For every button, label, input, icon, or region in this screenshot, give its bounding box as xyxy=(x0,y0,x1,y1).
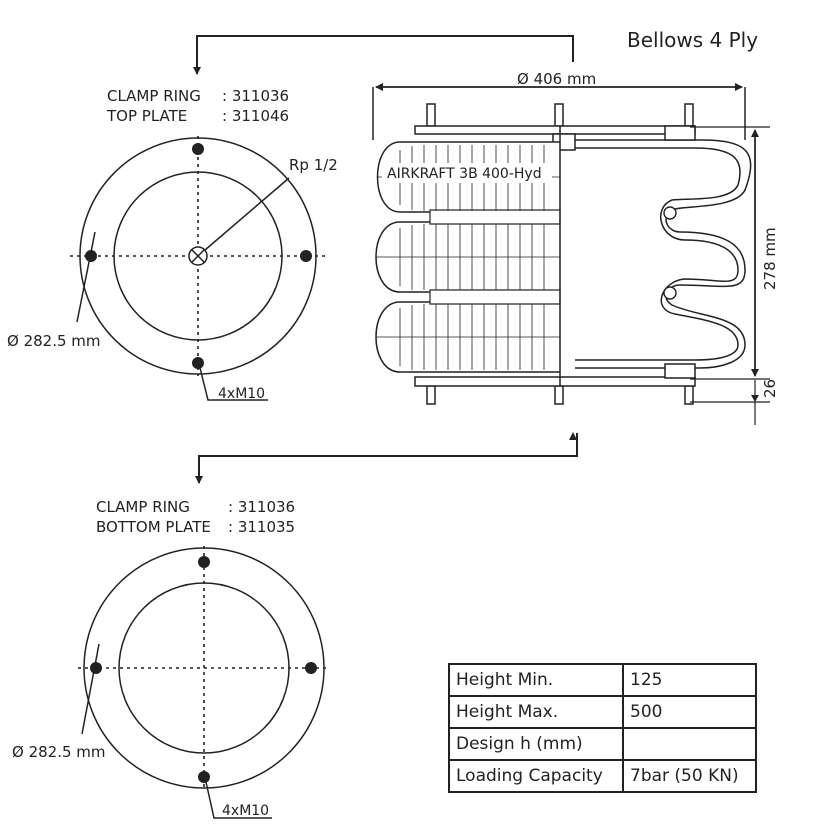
bolt-hole-left xyxy=(90,662,102,674)
top-clamp-ring-value: : 311036 xyxy=(222,87,289,105)
bolt-hole-left xyxy=(85,250,97,262)
bellows-height-label: 278 mm xyxy=(761,227,779,290)
bolt-hole-bottom xyxy=(192,357,204,369)
table-row: Height Max. 500 xyxy=(448,695,757,729)
bolt-hole-right xyxy=(300,250,312,262)
top-plate-labels: CLAMP RING : 311036 TOP PLATE : 311046 xyxy=(106,87,289,125)
spec-label: Height Max. xyxy=(448,695,624,729)
spec-label: Loading Capacity xyxy=(448,759,624,793)
bellows-exterior xyxy=(375,141,561,373)
top-plate-label: TOP PLATE xyxy=(106,107,187,125)
bolt-hole-top xyxy=(198,556,210,568)
top-plate-value: : 311046 xyxy=(222,107,289,125)
spec-value xyxy=(622,727,757,761)
air-port-label: Rp 1/2 xyxy=(289,156,338,174)
spec-value: 500 xyxy=(622,695,757,729)
bottom-plate-labels: CLAMP RING : 311036 BOTTOM PLATE : 31103… xyxy=(96,498,295,536)
bottom-view-connector-arrow xyxy=(195,433,578,484)
bottom-plate-value: : 311035 xyxy=(228,518,295,536)
bottom-plate-bolts-label: 4xM10 xyxy=(222,803,269,819)
spec-value: 7bar (50 KN) xyxy=(622,759,757,793)
spec-value: 125 xyxy=(622,663,757,697)
spec-label: Design h (mm) xyxy=(448,727,624,761)
bolt-hole-right xyxy=(305,662,317,674)
top-view-connector-arrow xyxy=(193,35,574,75)
spec-label: Height Min. xyxy=(448,663,624,697)
bellows-model-label: AIRKRAFT 3B 400-Hyd xyxy=(387,166,542,182)
top-plate-diameter-label: Ø 282.5 mm xyxy=(7,332,101,350)
plate-height-label: 26 xyxy=(761,379,779,398)
bolt-hole-top xyxy=(192,143,204,155)
drawing-title: Bellows 4 Ply xyxy=(627,28,758,52)
bottom-clamp-ring-value: : 311036 xyxy=(228,498,295,516)
table-row: Design h (mm) xyxy=(448,727,757,761)
bellows-cross-section xyxy=(575,125,752,379)
top-clamp-ring-label: CLAMP RING xyxy=(107,87,201,105)
top-plate-view xyxy=(70,136,326,401)
bellows-side-view xyxy=(372,83,770,425)
specification-table: Height Min. 125 Height Max. 500 Design h… xyxy=(448,663,757,793)
top-plate-bolts-label: 4xM10 xyxy=(218,386,265,402)
bottom-plate-diameter-label: Ø 282.5 mm xyxy=(12,743,106,761)
bottom-plate-label: BOTTOM PLATE xyxy=(96,518,211,536)
bottom-plate-view xyxy=(78,546,330,819)
bottom-clamp-ring-label: CLAMP RING xyxy=(96,498,190,516)
bolt-hole-bottom xyxy=(198,771,210,783)
table-row: Loading Capacity 7bar (50 KN) xyxy=(448,759,757,793)
table-row: Height Min. 125 xyxy=(448,663,757,697)
bellows-diameter-label: Ø 406 mm xyxy=(517,70,596,88)
